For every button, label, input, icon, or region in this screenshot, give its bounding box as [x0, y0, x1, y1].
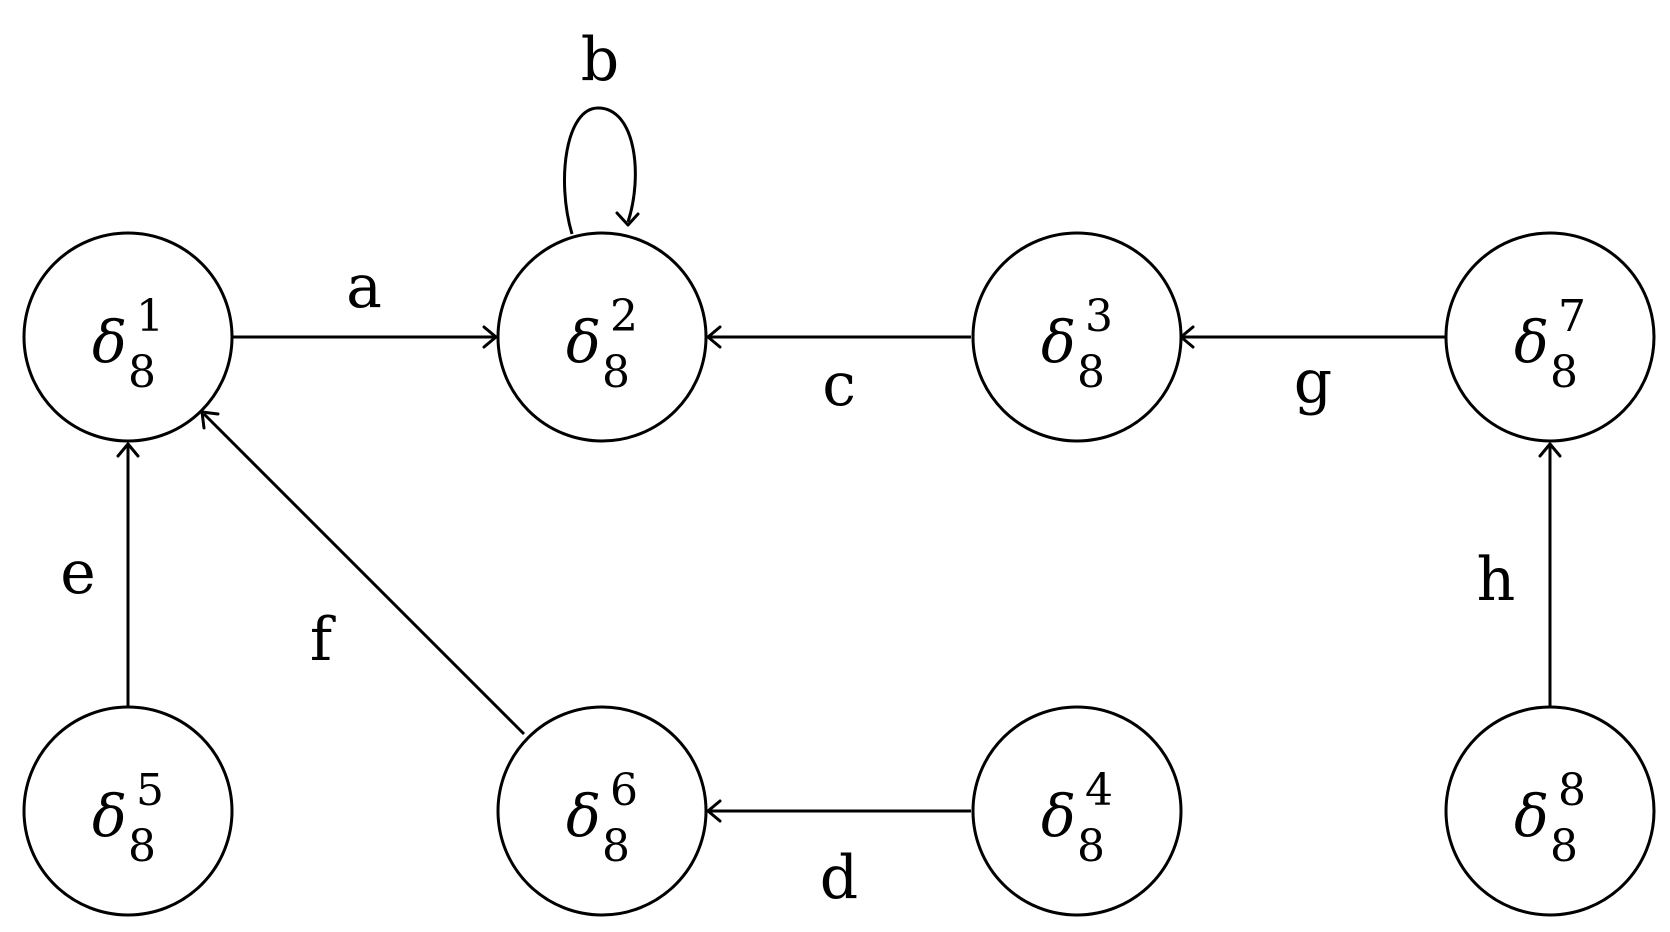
node-delta-8-7: δ 7 8: [1444, 231, 1656, 443]
node-delta-8-2: δ 2 8: [496, 231, 708, 443]
edge-label-d: d: [820, 843, 858, 913]
edge-n3-n2: c: [706, 325, 971, 420]
svg-text:8: 8: [602, 821, 630, 872]
edge-label-b: b: [581, 25, 619, 95]
edge-n7-n3: g: [1179, 325, 1446, 417]
svg-text:δ: δ: [1514, 308, 1549, 376]
edge-label-e: e: [60, 538, 96, 608]
edge-label-h: h: [1477, 545, 1516, 615]
edge-n6-n1: f: [200, 410, 526, 736]
svg-text:8: 8: [1558, 765, 1586, 816]
svg-text:δ: δ: [92, 782, 127, 850]
edge-n5-n1: e: [60, 442, 140, 707]
svg-text:8: 8: [602, 347, 630, 398]
edge-label-f: f: [310, 605, 336, 675]
svg-text:8: 8: [128, 347, 156, 398]
svg-text:δ: δ: [1041, 308, 1076, 376]
svg-text:1: 1: [136, 291, 164, 342]
node-delta-8-4: δ 4 8: [971, 705, 1183, 917]
node-delta-8-1: δ 1 8: [22, 231, 234, 443]
edge-n8-n7: h: [1477, 442, 1562, 707]
svg-text:8: 8: [1550, 347, 1578, 398]
node-delta-8-8: δ 8 8: [1444, 705, 1656, 917]
node-delta-8-6: δ 6 8: [496, 705, 708, 917]
svg-text:δ: δ: [1514, 782, 1549, 850]
svg-text:7: 7: [1558, 291, 1586, 342]
svg-text:2: 2: [610, 291, 638, 342]
svg-text:δ: δ: [92, 308, 127, 376]
node-delta-8-5: δ 5 8: [22, 705, 234, 917]
svg-text:8: 8: [1077, 821, 1105, 872]
svg-text:δ: δ: [566, 308, 601, 376]
svg-text:δ: δ: [1041, 782, 1076, 850]
svg-text:3: 3: [1085, 291, 1113, 342]
svg-text:4: 4: [1085, 765, 1113, 816]
svg-text:6: 6: [610, 765, 638, 816]
node-delta-8-3: δ 3 8: [971, 231, 1183, 443]
edge-n1-n2: a: [233, 252, 498, 349]
edge-label-g: g: [1294, 347, 1332, 417]
svg-text:8: 8: [1550, 821, 1578, 872]
edge-n4-n6: d: [706, 799, 971, 913]
svg-text:5: 5: [136, 765, 164, 816]
svg-text:8: 8: [128, 821, 156, 872]
edge-n2-self-loop: b: [562, 25, 640, 235]
svg-text:δ: δ: [566, 782, 601, 850]
edge-label-a: a: [346, 252, 382, 322]
svg-text:8: 8: [1077, 347, 1105, 398]
edge-label-c: c: [822, 350, 856, 420]
